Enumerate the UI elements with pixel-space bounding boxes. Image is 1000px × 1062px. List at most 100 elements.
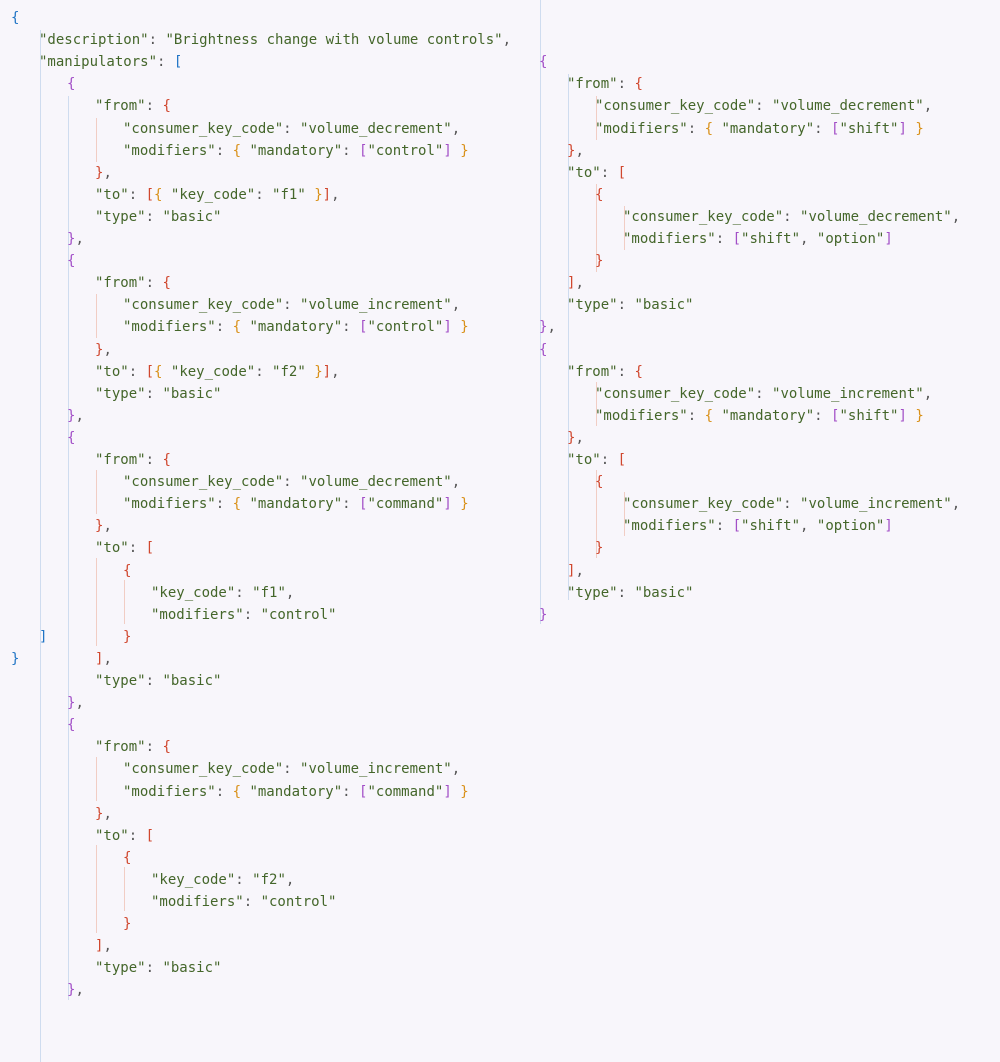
code-line: }, (67, 228, 84, 250)
code-line: { (67, 73, 75, 95)
code-line: "to": [{ "key_code": "f1" }], (95, 184, 340, 206)
code-line: ], (567, 560, 584, 582)
string-token: "consumer_key_code" (123, 120, 284, 137)
bracket-token: { (162, 98, 171, 115)
code-line: } (11, 648, 19, 670)
punctuation-token: , (285, 584, 295, 601)
string-token: "shift" (839, 120, 899, 137)
string-token: "modifiers" (123, 142, 216, 159)
string-token: "modifiers" (623, 231, 716, 247)
code-line: "modifiers": { "mandatory": ["shift"] } (595, 405, 924, 427)
bracket-token: { (232, 783, 242, 800)
punctuation-token: , (575, 142, 584, 159)
punctuation-token: : (814, 120, 832, 137)
string-token: "consumer_key_code" (623, 208, 784, 225)
bracket-token: } (67, 231, 76, 247)
code-line: "from": { (95, 736, 171, 758)
bracket-token: ] (443, 319, 452, 336)
string-token: "control" (260, 606, 337, 623)
punctuation-token: , (103, 518, 112, 535)
bracket-token: } (915, 407, 924, 424)
punctuation-token: : (128, 540, 146, 557)
punctuation-token: : (148, 32, 166, 49)
punctuation-token: : (600, 164, 618, 181)
punctuation-token: , (951, 496, 961, 513)
code-line: }, (67, 979, 84, 1001)
punctuation-token: , (923, 385, 933, 402)
bracket-token: { (67, 429, 76, 446)
punctuation-token: : (814, 407, 832, 424)
code-line: "type": "basic" (95, 383, 221, 405)
punctuation-token: , (103, 805, 112, 822)
bracket-token: [ (617, 452, 627, 468)
indent-guide (540, 0, 541, 624)
string-token: "volume_decrement" (772, 98, 924, 115)
string-token: "to" (95, 827, 129, 844)
punctuation-token: : (157, 54, 174, 71)
bracket-token: [ (831, 407, 840, 424)
code-line: }, (567, 140, 584, 162)
bracket-token: } (95, 341, 104, 358)
punctuation-token: : (215, 319, 233, 336)
punctuation-token: : (617, 584, 635, 601)
code-line: "type": "basic" (567, 582, 693, 604)
string-token: "from" (95, 98, 146, 115)
string-token: "basic" (162, 208, 222, 225)
punctuation-token: , (502, 32, 512, 49)
punctuation-token: : (755, 98, 773, 115)
code-line: "modifiers": { "mandatory": ["control"] … (123, 316, 469, 338)
code-line: { (11, 7, 19, 29)
punctuation-token: : (715, 518, 733, 535)
punctuation-token: , (331, 186, 340, 203)
code-line: }, (95, 162, 112, 184)
indent-guide (624, 492, 625, 536)
punctuation-token: , (451, 120, 461, 137)
bracket-token: { (634, 76, 643, 93)
code-line: }, (95, 803, 112, 825)
punctuation-token: , (575, 562, 584, 579)
punctuation-token: : (243, 606, 261, 623)
bracket-token: } (539, 319, 548, 336)
punctuation-token: , (547, 319, 556, 336)
bracket-token: } (123, 916, 132, 933)
code-line: }, (95, 515, 112, 537)
punctuation-token: , (451, 297, 461, 314)
code-line: ], (95, 648, 112, 670)
punctuation-token: : (755, 385, 773, 402)
code-line: "type": "basic" (567, 294, 693, 316)
bracket-token: } (67, 982, 76, 999)
indent-guide (624, 206, 625, 250)
string-token: "option" (816, 231, 885, 247)
punctuation-token: : (283, 297, 301, 314)
bracket-token: [ (732, 231, 742, 247)
code-line: { (67, 427, 75, 449)
indent-guide (596, 184, 597, 272)
string-token: "f2" (252, 871, 286, 888)
punctuation-token: : (235, 584, 253, 601)
bracket-token: { (634, 363, 643, 380)
indent-guide (96, 558, 97, 646)
punctuation-token: : (283, 120, 301, 137)
bracket-token: [ (359, 142, 368, 159)
bracket-token: ] (39, 628, 48, 645)
string-token (306, 187, 314, 203)
code-line: { (595, 184, 603, 206)
code-line: }, (67, 405, 84, 427)
code-line: "to": [ (567, 162, 626, 184)
punctuation-token: : (783, 208, 801, 225)
code-line: "modifiers": "control" (151, 604, 336, 626)
code-line: "modifiers": { "mandatory": ["command"] … (123, 781, 469, 803)
punctuation-token: , (575, 275, 584, 292)
bracket-token: ] (443, 142, 452, 159)
code-line: "modifiers": ["shift", "option"] (623, 515, 893, 537)
code-line: "to": [{ "key_code": "f2" }], (95, 361, 340, 383)
bracket-token: } (595, 540, 604, 557)
code-line: "modifiers": { "mandatory": ["shift"] } (595, 118, 924, 140)
string-token: "consumer_key_code" (595, 385, 756, 402)
code-line: }, (567, 427, 584, 449)
string-token: "mandatory" (249, 783, 343, 800)
bracket-token: } (460, 496, 469, 513)
bracket-token: ] (443, 496, 452, 513)
string-token: "volume_decrement" (300, 120, 452, 137)
